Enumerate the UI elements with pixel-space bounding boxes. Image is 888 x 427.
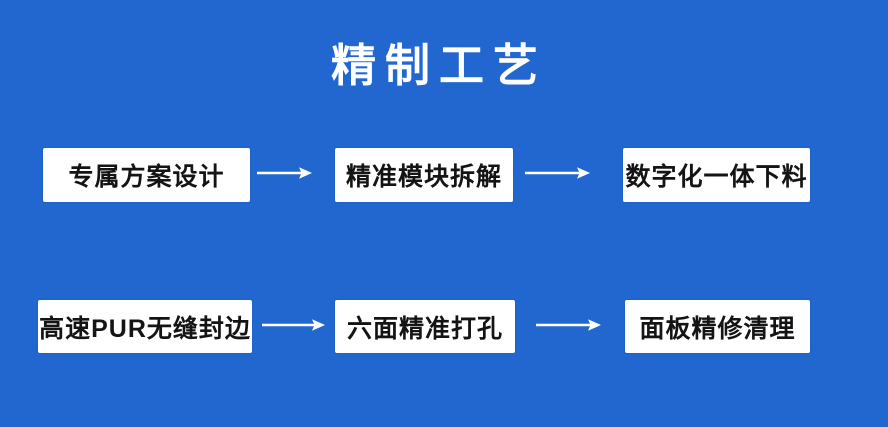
step-box-exclusive-plan-design: 专属方案设计 xyxy=(43,148,250,202)
step-label: 六面精准打孔 xyxy=(346,314,503,343)
step-label: 精准模块拆解 xyxy=(345,163,502,191)
step-label: 高速PUR无缝封边 xyxy=(39,314,251,343)
flow-arrow-icon xyxy=(536,319,601,331)
step-box-six-side-precise-drilling: 六面精准打孔 xyxy=(335,300,515,353)
step-label: 面板精修清理 xyxy=(639,314,796,343)
step-label: 专属方案设计 xyxy=(68,163,225,191)
flow-arrow-icon xyxy=(262,319,325,331)
flow-arrow-icon xyxy=(257,167,312,179)
step-label: 数字化一体下料 xyxy=(625,163,808,191)
step-box-precise-module-disassembly: 精准模块拆解 xyxy=(335,148,513,202)
flow-arrow-icon xyxy=(525,167,590,179)
step-box-panel-finishing-cleaning: 面板精修清理 xyxy=(625,300,810,353)
page-title: 精制工艺 xyxy=(330,40,547,91)
step-box-digital-integrated-cutting: 数字化一体下料 xyxy=(623,148,810,202)
step-box-pur-seamless-edgebanding: 高速PUR无缝封边 xyxy=(38,300,252,353)
